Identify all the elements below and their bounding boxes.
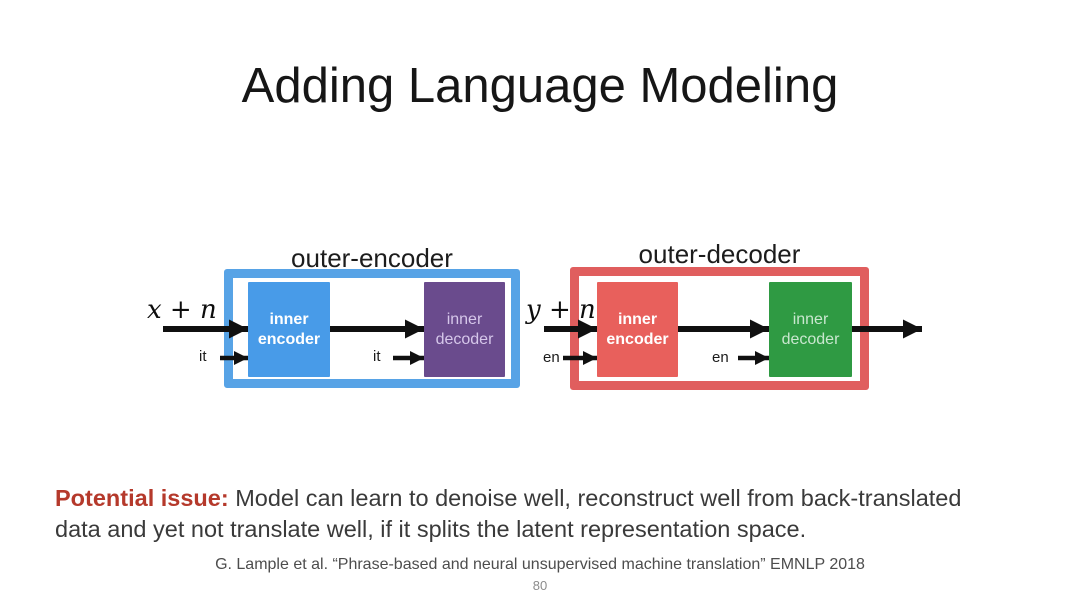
outer-decoder-label: outer-decoder xyxy=(638,239,801,269)
x-plus-n-label: x + n xyxy=(147,295,217,325)
page-title: Adding Language Modeling xyxy=(241,59,839,113)
page-number: 80 xyxy=(532,578,548,593)
inner-encoder-box-left: inner encoder xyxy=(248,282,330,377)
issue-line-2: data and yet not translate well, if it s… xyxy=(55,515,807,542)
it-token-label-decoder: it xyxy=(373,348,381,365)
inner-decoder-box-right: inner decoder xyxy=(769,282,852,377)
y-plus-n-label: y + n xyxy=(526,295,596,325)
inner-encoder-box-right: inner encoder xyxy=(597,282,678,377)
en-token-label-encoder: en xyxy=(543,349,560,366)
issue-line-1: Model can learn to denoise well, reconst… xyxy=(235,484,962,511)
en-token-label-decoder: en xyxy=(712,349,729,366)
inner-decoder-box-left: inner decoder xyxy=(424,282,505,377)
citation: G. Lample et al. “Phrase-based and neura… xyxy=(215,556,865,573)
potential-issue-text: Potential issue: Model can learn to deno… xyxy=(55,483,1045,545)
it-token-label-encoder: it xyxy=(199,348,207,365)
outer-encoder-label: outer-encoder xyxy=(291,243,453,273)
potential-issue-label: Potential issue: xyxy=(55,484,229,511)
